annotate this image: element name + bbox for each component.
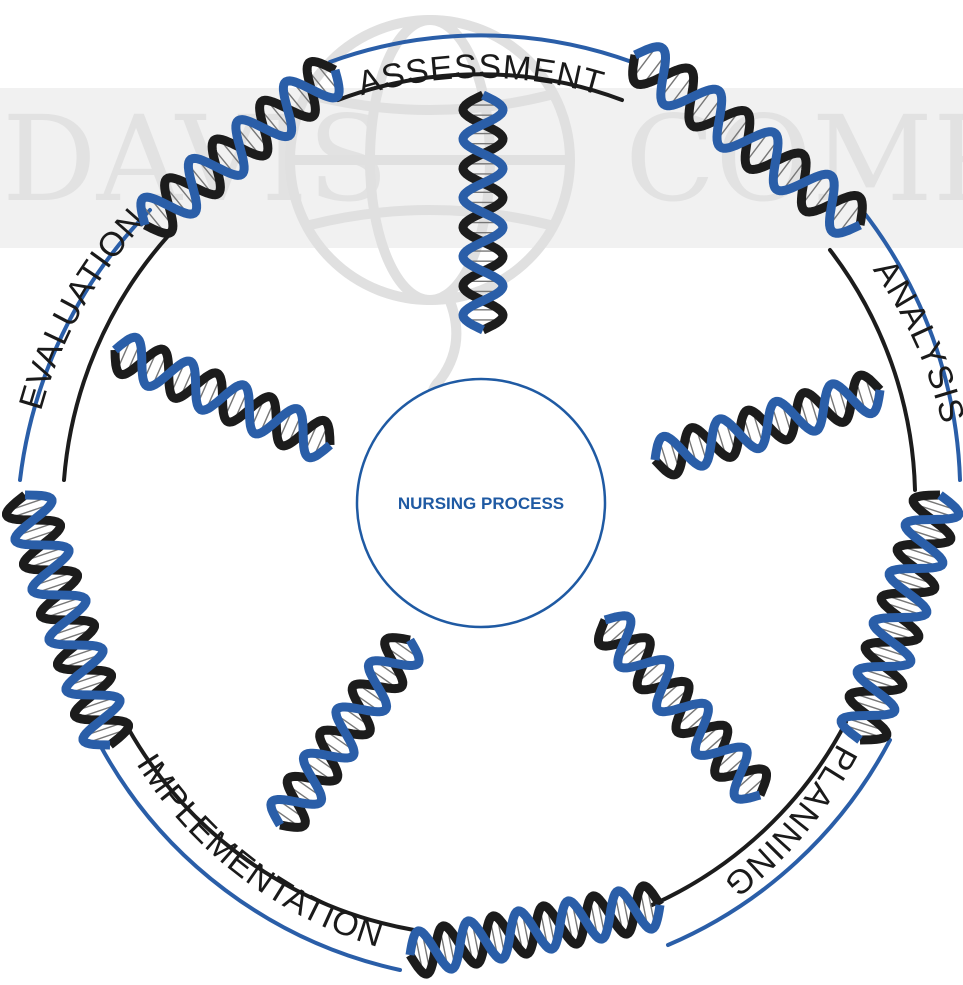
center-label: NURSING PROCESS — [398, 494, 564, 513]
planning-frame — [650, 720, 892, 947]
helix-strand-blue — [112, 332, 333, 463]
spoke-helix-upper-right — [650, 370, 885, 480]
center-circle — [355, 377, 607, 629]
phase-label-implementation: IMPLEMENTATION — [129, 747, 388, 955]
evaluation-frame — [18, 208, 170, 482]
helix-strand-blue — [266, 637, 424, 828]
spoke-helix-lower-left — [266, 633, 424, 832]
ring-helix-top-left — [136, 57, 344, 238]
outer-ring — [18, 33, 962, 972]
helix-strand-blue — [405, 886, 665, 974]
center-node: NURSING PROCESS — [355, 377, 607, 629]
implementation-frame — [98, 726, 416, 972]
helix-strand-blue — [10, 490, 125, 750]
watermark-right-text: COMPA — [625, 90, 963, 228]
helix-strand-blue — [603, 611, 762, 804]
helix-strand-blue — [136, 68, 344, 227]
spoke-helix-upper-left — [110, 332, 335, 463]
spoke-helix-lower-right — [594, 611, 771, 804]
ring-helix-bottom — [405, 881, 665, 979]
ring-helix-left — [2, 490, 133, 750]
ring-helix-top-right — [628, 42, 867, 238]
dna-helices — [2, 42, 963, 979]
helix-strand-blue — [633, 42, 862, 238]
assessment-frame — [328, 33, 634, 102]
helix-strand-blue — [650, 379, 885, 471]
helix-strand-blue — [836, 491, 963, 744]
spoke-helix-top — [458, 90, 508, 335]
globe-emblem-icon — [285, 15, 575, 425]
helix-strand-blue — [458, 90, 508, 335]
analysis-frame — [828, 208, 962, 492]
phase-label-planning: PLANNING — [717, 739, 864, 904]
ring-helix-right — [836, 490, 963, 745]
